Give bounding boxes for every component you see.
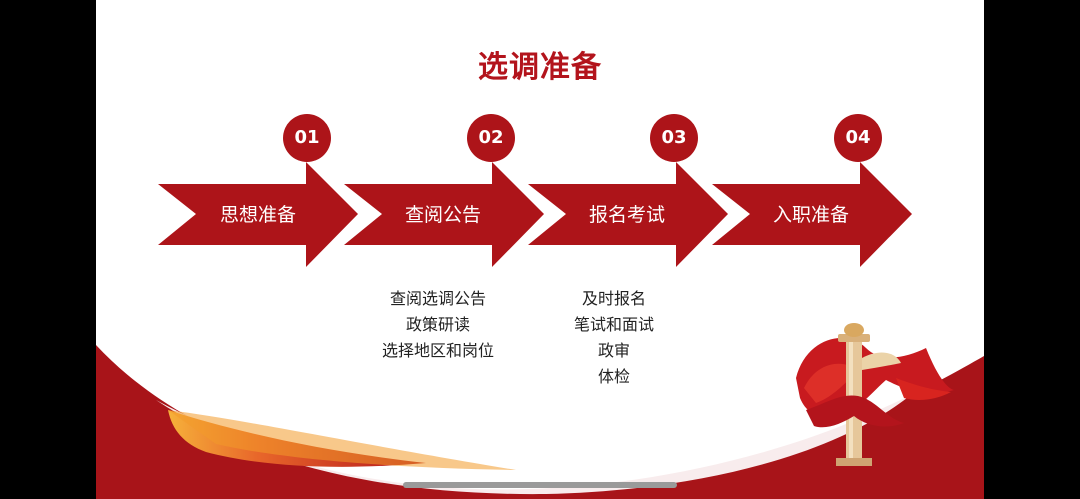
step-2-details: 查阅选调公告 政策研读 选择地区和岗位 [348, 286, 528, 364]
detail-item: 笔试和面试 [573, 315, 654, 334]
slide: 选调准备 01 思想准备 02 查阅公告 03 报名考试 04 入职准备 查阅选… [96, 0, 984, 499]
step-label: 查阅公告 [404, 204, 481, 226]
step-number-badge: 03 [650, 114, 698, 162]
slide-background [96, 345, 984, 499]
detail-item: 选择地区和岗位 [381, 341, 494, 360]
step-arrow-onboarding-prep [712, 162, 912, 267]
step-label: 报名考试 [588, 204, 665, 226]
step-arrow-thought-prep [158, 162, 358, 267]
step-label: 入职准备 [772, 204, 849, 226]
step-3-details: 及时报名 笔试和面试 政审 体检 [524, 286, 704, 390]
step-number-badge: 01 [283, 114, 331, 162]
home-indicator-bar[interactable] [403, 482, 677, 488]
detail-item: 政审 [597, 341, 630, 360]
step-arrow-register-exam [528, 162, 728, 267]
huabiao-column-with-red-ribbon-icon [796, 323, 954, 466]
detail-item: 政策研读 [405, 315, 470, 334]
step-number-badge: 04 [834, 114, 882, 162]
detail-item: 及时报名 [581, 289, 646, 308]
step-label: 思想准备 [219, 204, 296, 226]
detail-item: 查阅选调公告 [389, 289, 486, 308]
slide-title: 选调准备 [478, 50, 602, 85]
orange-swoosh [168, 410, 426, 467]
detail-item: 体检 [597, 367, 630, 386]
step-number-badge: 02 [467, 114, 515, 162]
step-arrow-check-notice [344, 162, 544, 267]
